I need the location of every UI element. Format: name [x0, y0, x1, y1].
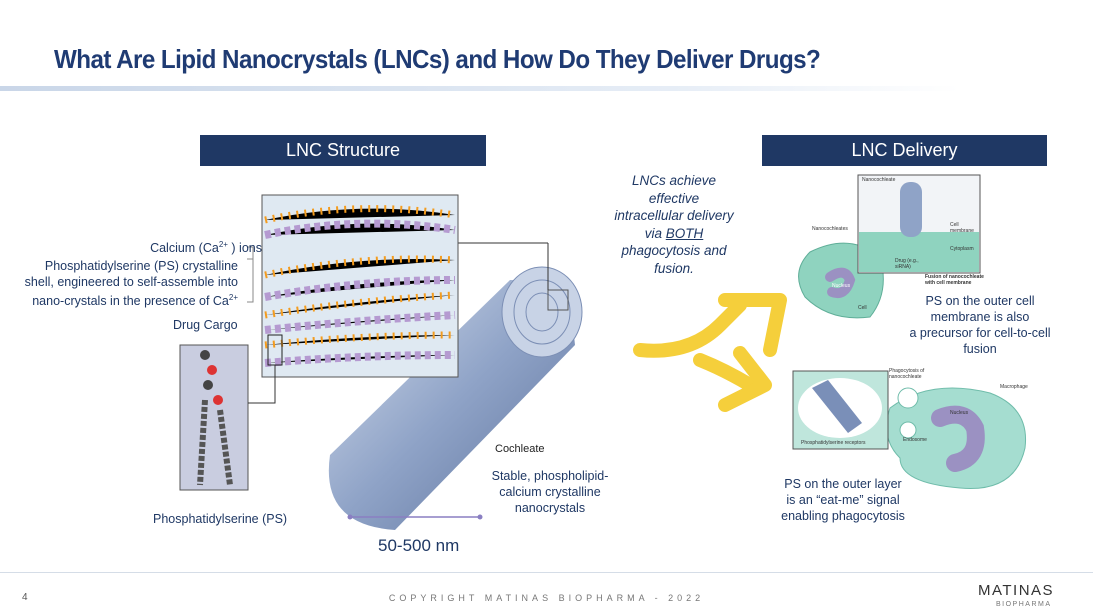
fig-drug: Drug (e.g., siRNA): [895, 258, 919, 270]
fig-macrophage-nucleus: Nucleus: [950, 410, 969, 416]
ps-molecule-label: Phosphatidylserine (PS): [153, 512, 288, 526]
callout-line: LNCs achieve: [631, 173, 717, 188]
fusion-desc-line: a precursor for cell-to-cell: [909, 326, 1051, 340]
fig-endosome: Endosome: [903, 437, 927, 443]
fig-ps-receptors: Phosphatidylserine receptors: [801, 440, 866, 446]
fig-cell: Cell: [858, 305, 867, 311]
callout-line: fusion.: [654, 260, 694, 276]
title-rule: [0, 86, 960, 91]
calcium-ions-label: Calcium (Ca2+ ) ions: [40, 237, 262, 256]
ps-shell-sup: 2+: [228, 293, 238, 302]
cochleate-desc-line: calcium crystalline: [499, 485, 601, 499]
fig-cytoplasm: Cytoplasm: [950, 246, 974, 252]
callout-line: via: [644, 225, 666, 241]
fig-nucleus: Nucleus: [832, 283, 851, 289]
yellow-arrows-icon: [633, 293, 787, 412]
delivery-callout: LNCs achieve effective intracellular del…: [594, 172, 754, 277]
cochleate-description: Stable, phospholipid- calcium crystallin…: [480, 468, 620, 516]
fig-cell-membrane: Cell membrane: [950, 222, 974, 234]
fusion-figure: [798, 174, 981, 319]
phagocytosis-figure: [792, 370, 1027, 489]
cochleate-label: Cochleate: [495, 443, 545, 455]
calcium-sup: 2+: [218, 240, 228, 249]
calcium-text: Calcium (Ca: [150, 241, 219, 256]
callout-line: effective: [648, 190, 700, 206]
cochleate-desc-line: Stable, phospholipid-: [491, 469, 609, 483]
ps-shell-line: nano-crystals in the presence of Ca: [32, 294, 229, 309]
lnc-structure-illustration: [179, 194, 583, 530]
scale-label: 50-500 nm: [378, 536, 460, 555]
fusion-desc-line: PS on the outer cell: [925, 294, 1035, 308]
footer-rule: [0, 572, 1093, 573]
fusion-desc-line: membrane is also: [930, 310, 1030, 324]
cochleate-cylinder: [328, 266, 583, 530]
drug-cargo-label: Drug Cargo: [173, 318, 238, 332]
lnc-delivery-header: LNC Delivery: [762, 135, 1047, 166]
page-number: 4: [22, 592, 28, 603]
matinas-logo: MATINAS: [978, 582, 1055, 599]
fig-nanocochleates: Nanocochleates: [812, 226, 848, 232]
phago-desc-line: enabling phagocytosis: [781, 509, 905, 523]
lnc-structure-header: LNC Structure: [200, 135, 486, 166]
calcium-suffix: ) ions: [227, 241, 262, 256]
fusion-description: PS on the outer cell membrane is also a …: [900, 293, 1060, 357]
callout-emphasis: BOTH: [665, 225, 704, 241]
fig-macrophage: Macrophage: [1000, 384, 1028, 390]
copyright: COPYRIGHT MATINAS BIOPHARMA - 2022: [388, 593, 705, 603]
ps-shell-line: Phosphatidylserine (PS) crystalline: [44, 259, 238, 273]
phago-desc-line: PS on the outer layer: [784, 477, 902, 491]
callout-line: intracellular delivery: [614, 208, 734, 223]
fig-nanocochleate: Nanocochleate: [862, 177, 896, 183]
ps-shell-line: shell, engineered to self-assemble into: [24, 275, 238, 289]
callout-line: phagocytosis and: [621, 243, 727, 258]
fig-phagocytosis: Phagocytosis of nanocochleate: [889, 368, 925, 380]
ps-shell-label: Phosphatidylserine (PS) crystalline shel…: [10, 258, 238, 309]
cochleate-desc-line: nanocrystals: [514, 501, 586, 515]
fusion-desc-line: fusion: [963, 342, 997, 356]
phagocytosis-description: PS on the outer layer is an “eat-me” sig…: [770, 476, 916, 524]
matinas-logo-sub: BIOPHARMA: [996, 601, 1052, 608]
page-title: What Are Lipid Nanocrystals (LNCs) and H…: [54, 44, 821, 74]
fig-fusion-caption: Fusion of nanocochleate with cell membra…: [925, 274, 984, 286]
phago-desc-line: is an “eat-me” signal: [786, 493, 900, 507]
